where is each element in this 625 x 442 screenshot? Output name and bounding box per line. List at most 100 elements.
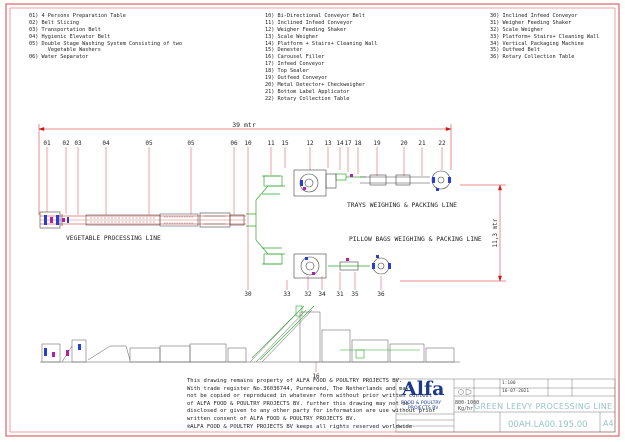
- legend-item: 13) Scale Weigher: [265, 33, 319, 40]
- legend-item: 16) Carousel Filler: [265, 54, 325, 61]
- scale-value: 1:100: [502, 381, 516, 386]
- callout-number: 16: [312, 373, 320, 380]
- trays-line-magenta-parts: [303, 174, 353, 190]
- notice-line: not be copied or reproduced in whatever …: [187, 393, 433, 400]
- trays-line-blue-parts: [300, 177, 451, 191]
- vegetable-line-label: VEGETABLE PROCESSING LINE: [66, 235, 161, 242]
- callout-number: 18: [354, 140, 362, 147]
- logo-brand: Alfa: [402, 378, 445, 400]
- width-dimension: [400, 184, 506, 282]
- pillow-line-magenta-parts: [312, 258, 349, 275]
- callout-number: 19: [373, 140, 381, 147]
- callout-number: 01: [43, 140, 51, 147]
- vegetable-line-blue-parts: [44, 215, 69, 225]
- callout-number: 11: [267, 140, 275, 147]
- notice-line: disclosed or given to any other party fo…: [187, 408, 436, 415]
- vegetable-processing-line: [39, 211, 246, 229]
- side-elevation-view: [40, 309, 460, 363]
- notice-line: of ALFA FOOD & POULTRY PROJECTS BV. furt…: [187, 400, 409, 407]
- legend-item: 35) Outfeed Belt: [490, 47, 540, 54]
- vegetable-line-magenta-parts: [50, 217, 65, 223]
- callout-number: 03: [74, 140, 82, 147]
- legend-item: 19) Outfeed Conveyor: [265, 75, 328, 82]
- pillow-bags-line: [262, 247, 370, 267]
- legend-item: 03) Transportation Belt: [29, 26, 101, 33]
- callout-number: 21: [418, 140, 426, 147]
- side-elevation-blue: [44, 344, 81, 356]
- notice-line: This drawing remains property of ALFA FO…: [187, 378, 403, 384]
- callout-number: 20: [400, 140, 408, 147]
- length-dimension: [38, 124, 452, 215]
- legend-item: Vegetable Washers: [29, 47, 101, 54]
- callout-number: 36: [377, 291, 385, 298]
- callout-number: 05: [187, 140, 195, 147]
- legend-item: 12) Weigher Feeding Shaker: [265, 26, 347, 33]
- callout-number: 15: [281, 140, 289, 147]
- legend-item: 01) 4 Persons Preparation Table: [29, 13, 126, 19]
- callout-number: 14: [336, 140, 344, 147]
- callout-number: 05: [145, 140, 153, 147]
- sheet-inner-border: [9, 7, 616, 433]
- sheet-border: [5, 3, 620, 437]
- pillow-line-label: PILLOW BAGS WEIGHING & PACKING LINE: [349, 236, 482, 243]
- callout-number: 35: [351, 291, 359, 298]
- callout-number: 10: [244, 140, 252, 147]
- vegetable-line-detail: [90, 215, 226, 225]
- legend-item: 17) Infeed Conveyor: [265, 61, 325, 68]
- trays-line-equipment: [293, 169, 451, 197]
- callout-number: 06: [230, 140, 238, 147]
- side-elevation-green: [251, 305, 420, 361]
- callout-number: 13: [324, 140, 332, 147]
- callout-number: 04: [102, 140, 110, 147]
- legend-item: 15) Denester: [265, 47, 303, 54]
- legend-item: 11) Inclined Infeed Conveyor: [265, 19, 353, 26]
- legend-item: 32) Scale Weigher: [490, 26, 544, 33]
- logo-line-1: FOOD & POULTRY: [401, 401, 442, 406]
- callout-leaders: [46, 147, 443, 290]
- legend-item: 04) Hygienic Elevator Belt: [29, 33, 111, 40]
- pillow-line-equipment: [293, 253, 390, 279]
- trays-line-label: TRAYS WEIGHING & PACKING LINE: [347, 202, 457, 209]
- callout-number: 31: [336, 291, 344, 298]
- callout-number: 34: [318, 291, 326, 298]
- length-dimension-label: 39 mtr: [232, 121, 256, 129]
- date-value: 16-07-2021: [502, 389, 530, 394]
- legend-item: 05) Double Stage Washing System Consisti…: [29, 40, 183, 47]
- legend-item: 22) Rotary Collection Table: [265, 95, 350, 102]
- legend-item: 06) Water Separator: [29, 54, 89, 61]
- legend-item: 36) Rotary Collection Table: [490, 54, 575, 61]
- pillow-line-blue-parts: [305, 255, 391, 269]
- logo-line-2: PROJECTS BV: [408, 406, 439, 411]
- legend-item: 31) Weigher Feeding Shaker: [490, 19, 572, 26]
- capacity-value: 800-1000: [455, 400, 480, 406]
- sheet-size: A4: [603, 419, 614, 428]
- callout-number: 22: [438, 140, 446, 147]
- legend-item: 14) Platform + Stairs+ Cleaning Wall: [265, 40, 378, 47]
- alfa-logo: Alfa FOOD & POULTRY PROJECTS BV: [398, 378, 452, 414]
- legend-item: 21) Bottom Label Applicator: [265, 88, 350, 95]
- copyright-notice: This drawing remains property of ALFA FO…: [187, 378, 436, 431]
- callout-number: 30: [244, 291, 252, 298]
- legend-item: 34) Vertical Packaging Machine: [490, 40, 584, 47]
- callout-number: 12: [306, 140, 314, 147]
- callout-number: 32: [304, 291, 312, 298]
- notice-line: written consent of ALFA FOOD & POULTRY P…: [187, 415, 356, 422]
- notice-line: With trade register No.36036744, Purmere…: [187, 385, 409, 392]
- callout-number: 33: [283, 291, 291, 298]
- legend-item: 10) Bi-Directional Conveyor Belt: [265, 13, 365, 19]
- width-dimension-label: 11,3 mtr: [492, 218, 499, 247]
- callout-number: 02: [62, 140, 70, 147]
- capacity-unit: Kg/hr: [458, 406, 474, 412]
- legend-item: 20) Metal Detector+ Checkweigher: [265, 81, 365, 88]
- legend-item: 30) Inclined Infeed Conveyor: [490, 13, 578, 19]
- drawing-title: GREEN LEEVY PROCESSING LINE: [474, 402, 613, 411]
- legend-item: 33) Platform+ Stairs+ Cleaning Wall: [490, 33, 600, 40]
- legend-item: 02) Belt Slicing: [29, 19, 79, 26]
- legend-item: 18) Top Sealer: [265, 68, 309, 75]
- title-block-frame: [395, 378, 616, 433]
